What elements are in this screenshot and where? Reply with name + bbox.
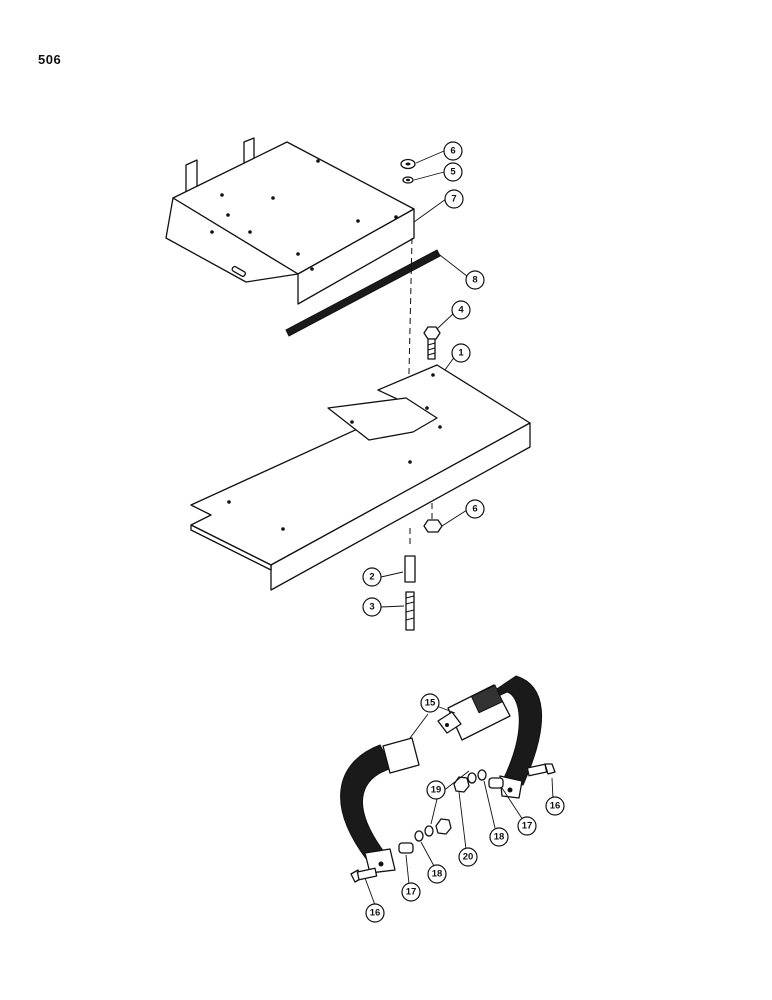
spacer-17-right (488, 777, 504, 789)
svg-text:2: 2 (369, 572, 374, 583)
washer-19 (424, 772, 477, 837)
svg-text:15: 15 (425, 698, 436, 709)
svg-text:5: 5 (450, 167, 456, 178)
bolt-16-left (350, 867, 378, 883)
callout-17-right: 17 (517, 816, 537, 836)
spacer-17-left (398, 842, 414, 854)
washer-18-left (414, 830, 424, 842)
svg-text:19: 19 (431, 785, 442, 796)
svg-text:16: 16 (550, 801, 561, 812)
leader-lines (364, 150, 554, 906)
nut-20 (435, 776, 470, 835)
alignment-line (406, 237, 413, 463)
callout-19: 19 (426, 780, 446, 800)
callout-16-right: 16 (545, 796, 565, 816)
svg-text:8: 8 (472, 275, 477, 286)
bolt-4 (423, 326, 441, 360)
svg-text:18: 18 (432, 869, 443, 880)
svg-text:18: 18 (494, 832, 505, 843)
nut-6-bottom (423, 519, 443, 533)
callout-8: 8 (465, 270, 485, 290)
svg-text:6: 6 (472, 504, 477, 515)
seat-belt-assembly (340, 675, 543, 874)
bolt-16-right (526, 763, 556, 777)
stud-3 (405, 591, 415, 631)
svg-text:6: 6 (450, 146, 455, 157)
callout-16-left: 16 (365, 903, 385, 923)
callout-4: 4 (451, 300, 471, 320)
svg-text:4: 4 (458, 305, 464, 316)
callout-17-left: 17 (401, 882, 421, 902)
callout-3: 3 (362, 597, 382, 617)
svg-text:7: 7 (451, 194, 456, 205)
washer-18-right (477, 769, 487, 781)
page-number: 506 (38, 52, 62, 67)
spacer-2 (404, 555, 416, 583)
callout-6-lower: 6 (465, 499, 485, 519)
svg-text:17: 17 (522, 821, 533, 832)
lock-washer-5 (402, 176, 414, 184)
callout-2: 2 (362, 567, 382, 587)
callout-6: 6 (443, 141, 463, 161)
callout-20: 20 (458, 847, 478, 867)
svg-text:20: 20 (463, 852, 474, 863)
callout-7: 7 (444, 189, 464, 209)
callout-18-right: 18 (489, 827, 509, 847)
seat-mounting-plate (165, 137, 415, 305)
svg-text:3: 3 (369, 602, 374, 613)
callout-15: 15 (420, 693, 440, 713)
svg-text:1: 1 (458, 348, 464, 359)
seal-strip (285, 249, 441, 337)
callout-5: 5 (443, 162, 463, 182)
callout-1: 1 (451, 343, 471, 363)
svg-text:17: 17 (406, 887, 417, 898)
callout-18-left: 18 (427, 864, 447, 884)
floor-plate (190, 364, 531, 591)
svg-text:16: 16 (370, 908, 381, 919)
nut-6-top (400, 158, 416, 170)
